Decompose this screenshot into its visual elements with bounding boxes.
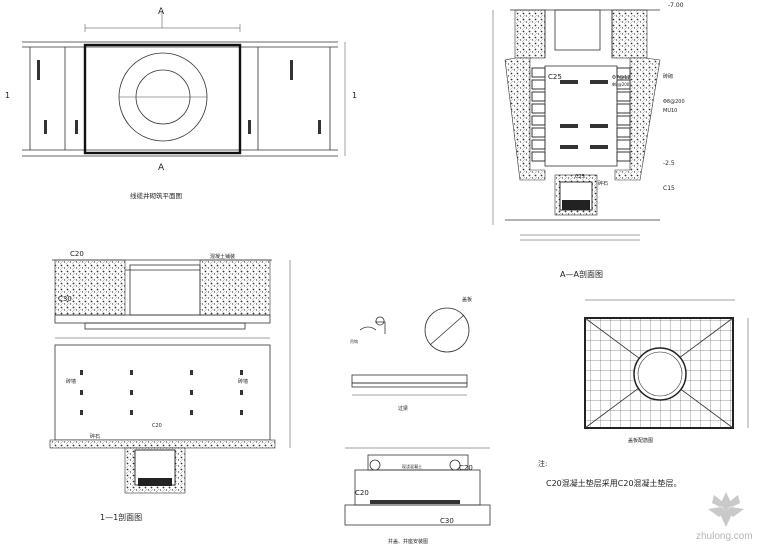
detail-hook-label: 吊钩 bbox=[350, 338, 358, 344]
watermark-logo-icon bbox=[708, 492, 744, 527]
aa-caption: A—A剖面图 bbox=[560, 269, 603, 279]
slab-rebar-view: 盖板配筋图 bbox=[584, 299, 749, 444]
s11-label-c30: C30 bbox=[58, 295, 72, 303]
plan-mark-1-left: 1 bbox=[5, 91, 10, 100]
aa-label-depth: -2.5 bbox=[663, 160, 675, 167]
detail-lid-c20: C20 bbox=[459, 464, 473, 472]
plan-view: A 1 1 A 线缆井砌筑平面图 bbox=[5, 7, 357, 200]
aa-label-gravel: 碎石 bbox=[598, 180, 608, 187]
plan-caption: 线缆井砌筑平面图 bbox=[130, 191, 182, 200]
aa-label-mu10: MU10 bbox=[663, 108, 677, 114]
plan-mark-a-bottom: A bbox=[158, 163, 165, 173]
plan-mark-1-right: 1 bbox=[352, 91, 357, 100]
s11-label-floor-note: 碎石 bbox=[90, 433, 100, 440]
detail-beam-caption: 过梁 bbox=[398, 405, 408, 412]
watermark-brand: zhulong.com bbox=[696, 531, 753, 542]
watermark: zhulong.com bbox=[686, 487, 766, 547]
aa-label-c25: C25 bbox=[548, 73, 562, 81]
detail-lid-c20b: C20 bbox=[355, 489, 369, 497]
aa-label-c15: C15 bbox=[663, 185, 675, 192]
plan-mark-a-top: A bbox=[158, 7, 165, 17]
note-block: 注: C20混凝土垫层采用C20混凝土垫层。 bbox=[538, 459, 682, 488]
s11-label-side-left: 砖墙 bbox=[66, 378, 76, 385]
details-view: 盖板 吊钩 过梁 C20 C20 C30 现浇混凝土 井盖、井座安装图 bbox=[344, 296, 491, 545]
detail-lid-caption: 井盖、井座安装图 bbox=[388, 538, 428, 545]
detail-circle-label: 盖板 bbox=[462, 296, 472, 303]
s11-label-c20: C20 bbox=[70, 250, 84, 258]
slab-caption: 盖板配筋图 bbox=[628, 437, 653, 444]
s11-label-top-note: 混凝土铺装 bbox=[210, 253, 235, 260]
aa-label-edge: 砖砌 bbox=[663, 73, 673, 80]
note-text: C20混凝土垫层采用C20混凝土垫层。 bbox=[546, 478, 682, 488]
aa-right-brick-column bbox=[616, 67, 631, 162]
section-aa-view: C25 Φ7@12 Φ8@200 砖砌 Φ8@200 MU10 -2.5 C15… bbox=[492, 2, 685, 279]
s11-caption: 1—1剖面图 bbox=[100, 512, 142, 522]
detail-lid-note: 现浇混凝土 bbox=[402, 463, 422, 469]
aa-label-rebar-top: Φ7@12 bbox=[612, 75, 630, 81]
s11-label-ring-note: C20 bbox=[152, 423, 162, 429]
note-marker: 注: bbox=[538, 459, 547, 468]
detail-lid-c30: C30 bbox=[440, 517, 454, 525]
s11-label-side-right: 砖墙 bbox=[238, 378, 248, 385]
section-11-view: C20 混凝土铺装 C30 砖墙 砖墙 碎石 C20 1—1剖面图 bbox=[49, 250, 291, 522]
aa-label-rebar-mid: Φ8@200 bbox=[663, 99, 685, 105]
aa-label-rebar-top2: Φ8@200 bbox=[612, 82, 630, 87]
aa-label-elev: -7.00 bbox=[668, 2, 684, 9]
aa-left-brick-column bbox=[531, 67, 546, 162]
aa-label-c25-floor: C25 bbox=[575, 174, 585, 180]
